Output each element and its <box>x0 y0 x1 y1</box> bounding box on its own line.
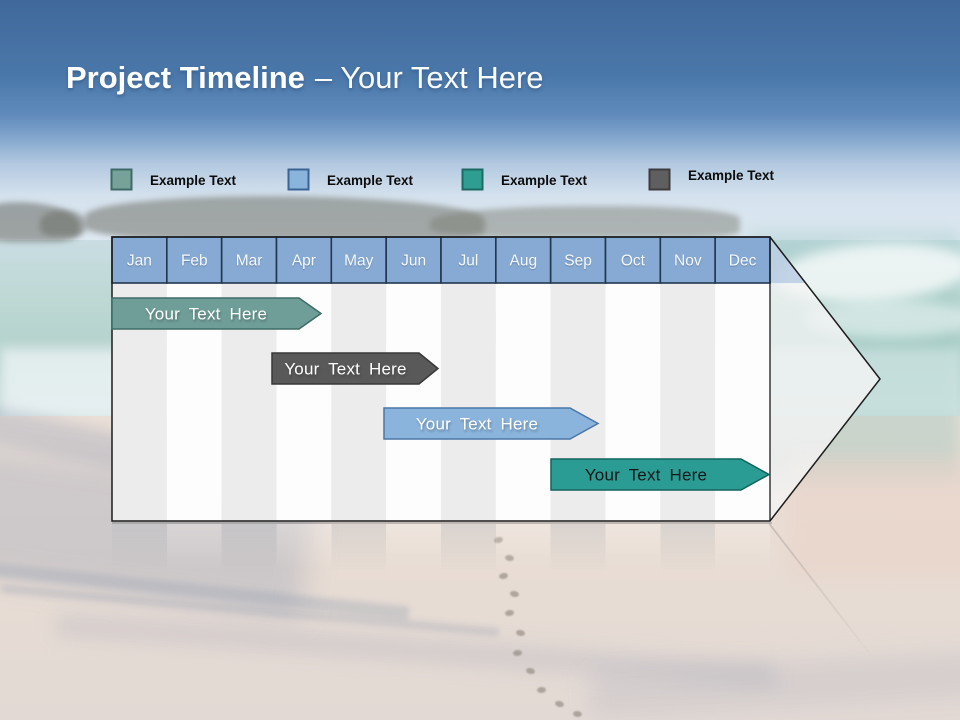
legend-swatch-rect <box>648 168 671 191</box>
legend-label[interactable]: Example Text <box>501 172 588 188</box>
title-subtitle-text[interactable]: – Your Text Here <box>314 60 544 95</box>
month-label: Feb <box>181 253 208 270</box>
month-label: Aug <box>510 253 538 270</box>
gantt-bar-1[interactable] <box>111 297 323 330</box>
gantt-bar-3-label[interactable]: Your Text Here <box>416 415 538 434</box>
legend-swatch-rect <box>461 168 484 191</box>
gantt-bar-3[interactable] <box>383 407 600 440</box>
month-label: Nov <box>674 253 702 270</box>
month-cell-sep <box>549 236 607 284</box>
gantt-bar-2[interactable] <box>271 352 440 385</box>
month-cell-apr <box>275 236 333 284</box>
gantt-bar-4[interactable] <box>550 458 771 491</box>
month-cell-jan <box>111 236 168 284</box>
month-label: Oct <box>621 253 646 270</box>
legend-label[interactable]: Example Text <box>327 172 414 188</box>
month-header-row <box>111 236 771 284</box>
legend-item-3: Example Text <box>461 168 587 192</box>
legend-label[interactable]: Example Text <box>150 172 237 188</box>
month-cell-feb <box>166 236 223 284</box>
month-label: May <box>344 253 374 270</box>
arrow-outline <box>111 236 881 522</box>
legend-swatch-green <box>110 168 133 191</box>
title-bold-text[interactable]: Project Timeline <box>66 60 305 95</box>
month-cell-jun <box>385 236 442 284</box>
legend-label[interactable]: Example Text <box>688 167 775 183</box>
legend-swatch-gray <box>648 168 671 191</box>
gantt-bar-4-label[interactable]: Your Text Here <box>585 466 707 485</box>
month-label: Sep <box>564 253 592 270</box>
header-band-extension <box>770 237 880 283</box>
legend-swatch-blue <box>287 168 310 191</box>
legend-item-4: Example Text <box>648 168 774 192</box>
page-title[interactable]: Project Timeline – Your Text Here <box>66 60 544 96</box>
month-label: Jan <box>127 253 152 270</box>
month-label: Mar <box>236 253 263 270</box>
month-label: Jun <box>401 253 426 270</box>
month-cell-dec <box>714 236 771 284</box>
month-labels: Jan Feb Mar Apr May Jun Jul Aug Sep Oct … <box>127 253 757 270</box>
legend-swatch-teal <box>461 168 484 191</box>
gantt-bar-1-label[interactable]: Your Text Here <box>145 305 267 324</box>
month-label: Jul <box>458 253 478 270</box>
month-cell-oct <box>604 236 662 284</box>
gantt-bar-2-label[interactable]: Your Text Here <box>284 360 406 379</box>
legend-item-1: Example Text <box>110 168 236 192</box>
legend-swatch-rect <box>110 168 133 191</box>
month-cell-nov <box>659 236 716 284</box>
month-label: Dec <box>729 253 757 270</box>
legend-swatch-rect <box>287 168 310 191</box>
month-label: Apr <box>292 253 316 270</box>
legend-item-2: Example Text <box>287 168 413 192</box>
